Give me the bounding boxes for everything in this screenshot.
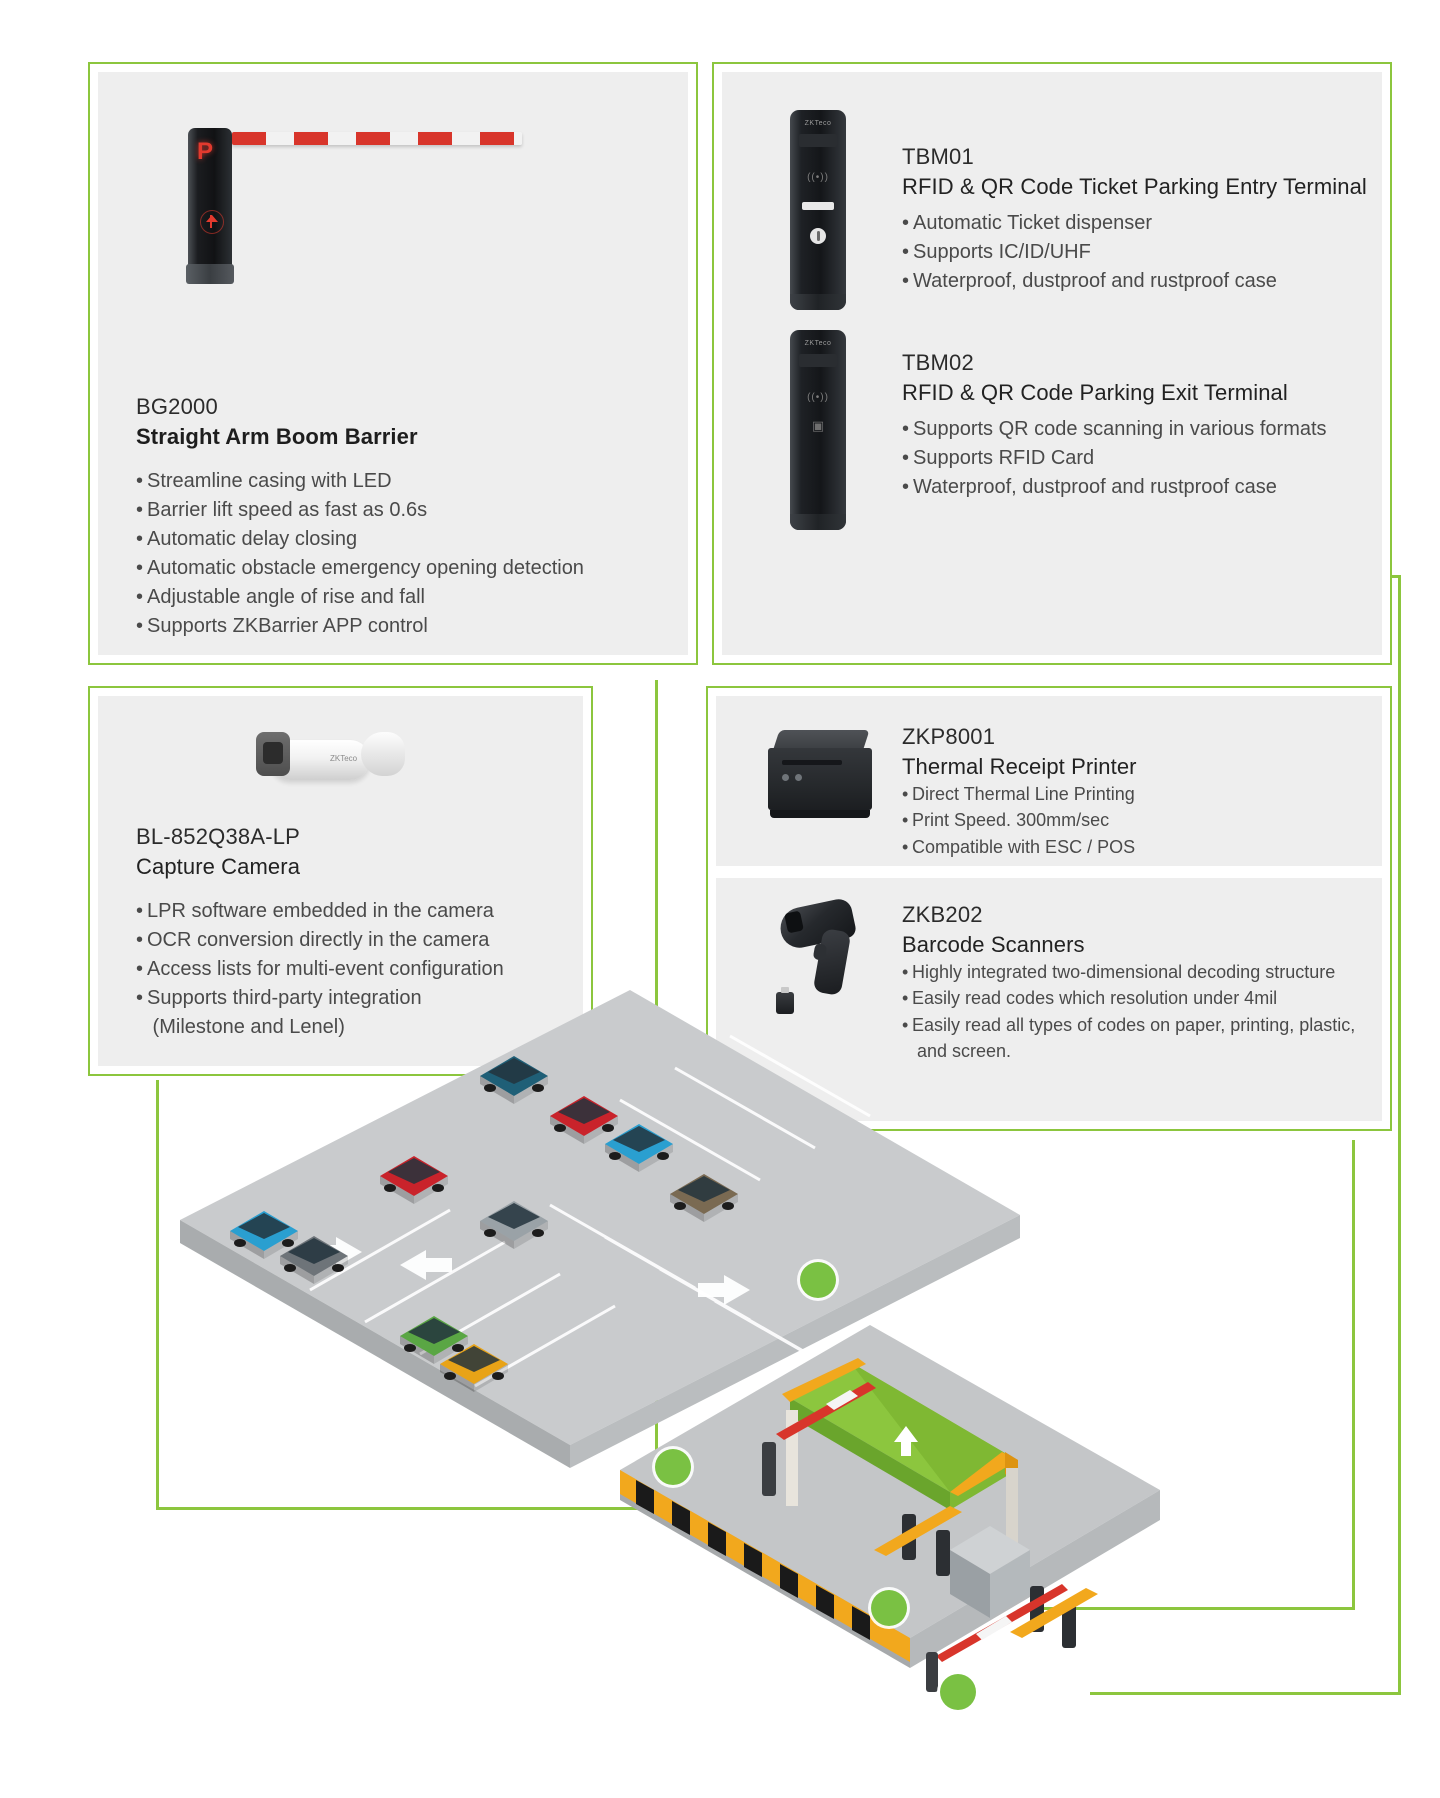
product-name-tbm02: RFID & QR Code Parking Exit Terminal [902,379,1288,405]
connector-line-left-horizontal [156,1507,716,1510]
panel-surface-bg2000: P BG2000 Straight Arm Boom Barrier •Stre… [98,72,688,655]
product-name-zkb202: Barcode Scanners [902,931,1085,957]
list-item: •Access lists for multi-event configurat… [136,958,504,981]
list-item: •Waterproof, dustproof and rustproof cas… [902,476,1277,499]
feature-list-tbm01: •Automatic Ticket dispenser •Supports IC… [902,209,1372,296]
feature-list-camera: •LPR software embedded in the camera •OC… [136,897,566,1042]
product-panel-terminals: ZKTeco ((•)) TBM01 RFID & QR Code Ticket… [712,62,1392,665]
panel-surface-scanner: ZKB202 Barcode Scanners •Highly integrat… [716,878,1382,1121]
hotspot-exit-terminal[interactable] [940,1674,976,1710]
panel-surface-camera: ZKTeco BL-852Q38A-LP Capture Camera •LPR… [98,696,583,1066]
product-code-tbm01: TBM01 [902,144,974,169]
barrier-led-arrow-icon [200,210,224,234]
list-item: •Waterproof, dustproof and rustproof cas… [902,270,1277,293]
connector-line-right-top [1385,575,1401,578]
thermal-printer-icon [768,730,878,822]
list-item: •Streamline casing with LED [136,470,392,493]
list-item: •Direct Thermal Line Printing [902,784,1135,805]
list-item: •Automatic obstacle emergency opening de… [136,557,584,580]
list-item: •Highly integrated two-dimensional decod… [902,962,1336,983]
feature-list-bg2000: •Streamline casing with LED •Barrier lif… [136,467,676,641]
product-panel-bg2000: P BG2000 Straight Arm Boom Barrier •Stre… [88,62,698,665]
product-panel-peripherals: ZKP8001 Thermal Receipt Printer •Direct … [706,686,1392,1131]
list-item: •Easily read codes which resolution unde… [902,988,1278,1009]
product-code-camera: BL-852Q38A-LP [136,824,301,849]
isometric-parking-scene [150,990,1270,1780]
list-item: •Supports IC/ID/UHF [902,241,1091,264]
feature-list-zkp8001: •Direct Thermal Line Printing •Print Spe… [902,781,1372,859]
product-code-zkb202: ZKB202 [902,902,983,927]
barrier-led-p-label: P [197,138,214,165]
bullet-camera-icon: ZKTeco [238,722,428,798]
product-name-tbm01: RFID & QR Code Ticket Parking Entry Term… [902,173,1367,199]
list-item: • and screen. [912,1040,1012,1061]
barrier-arm [232,132,522,145]
list-item: •Automatic Ticket dispenser [902,212,1152,235]
product-name-zkp8001: Thermal Receipt Printer [902,753,1137,779]
hotspot-entry-terminal[interactable] [800,1262,836,1298]
connector-line-left-vertical [156,1080,159,1510]
connector-line-right-bottom [1090,1692,1401,1695]
panel-surface-terminals: ZKTeco ((•)) TBM01 RFID & QR Code Ticket… [722,72,1382,655]
product-panel-camera: ZKTeco BL-852Q38A-LP Capture Camera •LPR… [88,686,593,1076]
parking-lot-illustration [180,990,1160,1692]
product-code-bg2000: BG2000 [136,394,218,419]
product-name-bg2000: Straight Arm Boom Barrier [136,423,418,449]
list-item: •Automatic delay closing [136,528,358,551]
list-item: •Supports ZKBarrier APP control [136,615,428,638]
connector-line-booth-horizontal [1022,1607,1355,1610]
product-code-tbm02: TBM02 [902,350,974,375]
hotspot-barrier[interactable] [655,1449,691,1485]
barcode-scanner-icon [774,896,884,1030]
list-item: •Compatible with ESC / POS [902,836,1136,857]
entry-terminal-icon: ZKTeco ((•)) [790,110,846,310]
connector-line-booth-vertical [1352,1140,1355,1610]
product-name-camera: Capture Camera [136,853,301,879]
list-item: •Supports third-party integration [136,987,422,1010]
feature-list-tbm02: •Supports QR code scanning in various fo… [902,415,1372,502]
list-item: •Supports RFID Card [902,447,1095,470]
hotspot-booth[interactable] [871,1590,907,1626]
list-item: •Print Speed. 300mm/sec [902,810,1110,831]
panel-surface-printer: ZKP8001 Thermal Receipt Printer •Direct … [716,696,1382,866]
list-item: •Supports QR code scanning in various fo… [902,418,1327,441]
connector-line-right-vertical [1398,575,1401,1695]
list-item: •OCR conversion directly in the camera [136,929,490,952]
list-item: •Adjustable angle of rise and fall [136,586,425,609]
list-item: •Barrier lift speed as fast as 0.6s [136,499,428,522]
product-code-zkp8001: ZKP8001 [902,724,996,749]
feature-list-zkb202: •Highly integrated two-dimensional decod… [902,959,1382,1063]
list-item: •LPR software embedded in the camera [136,900,494,923]
list-item: • (Milestone and Lenel) [147,1016,345,1039]
list-item: •Easily read all types of codes on paper… [902,1014,1356,1035]
exit-terminal-icon: ZKTeco ((•)) ▣ [790,330,846,530]
